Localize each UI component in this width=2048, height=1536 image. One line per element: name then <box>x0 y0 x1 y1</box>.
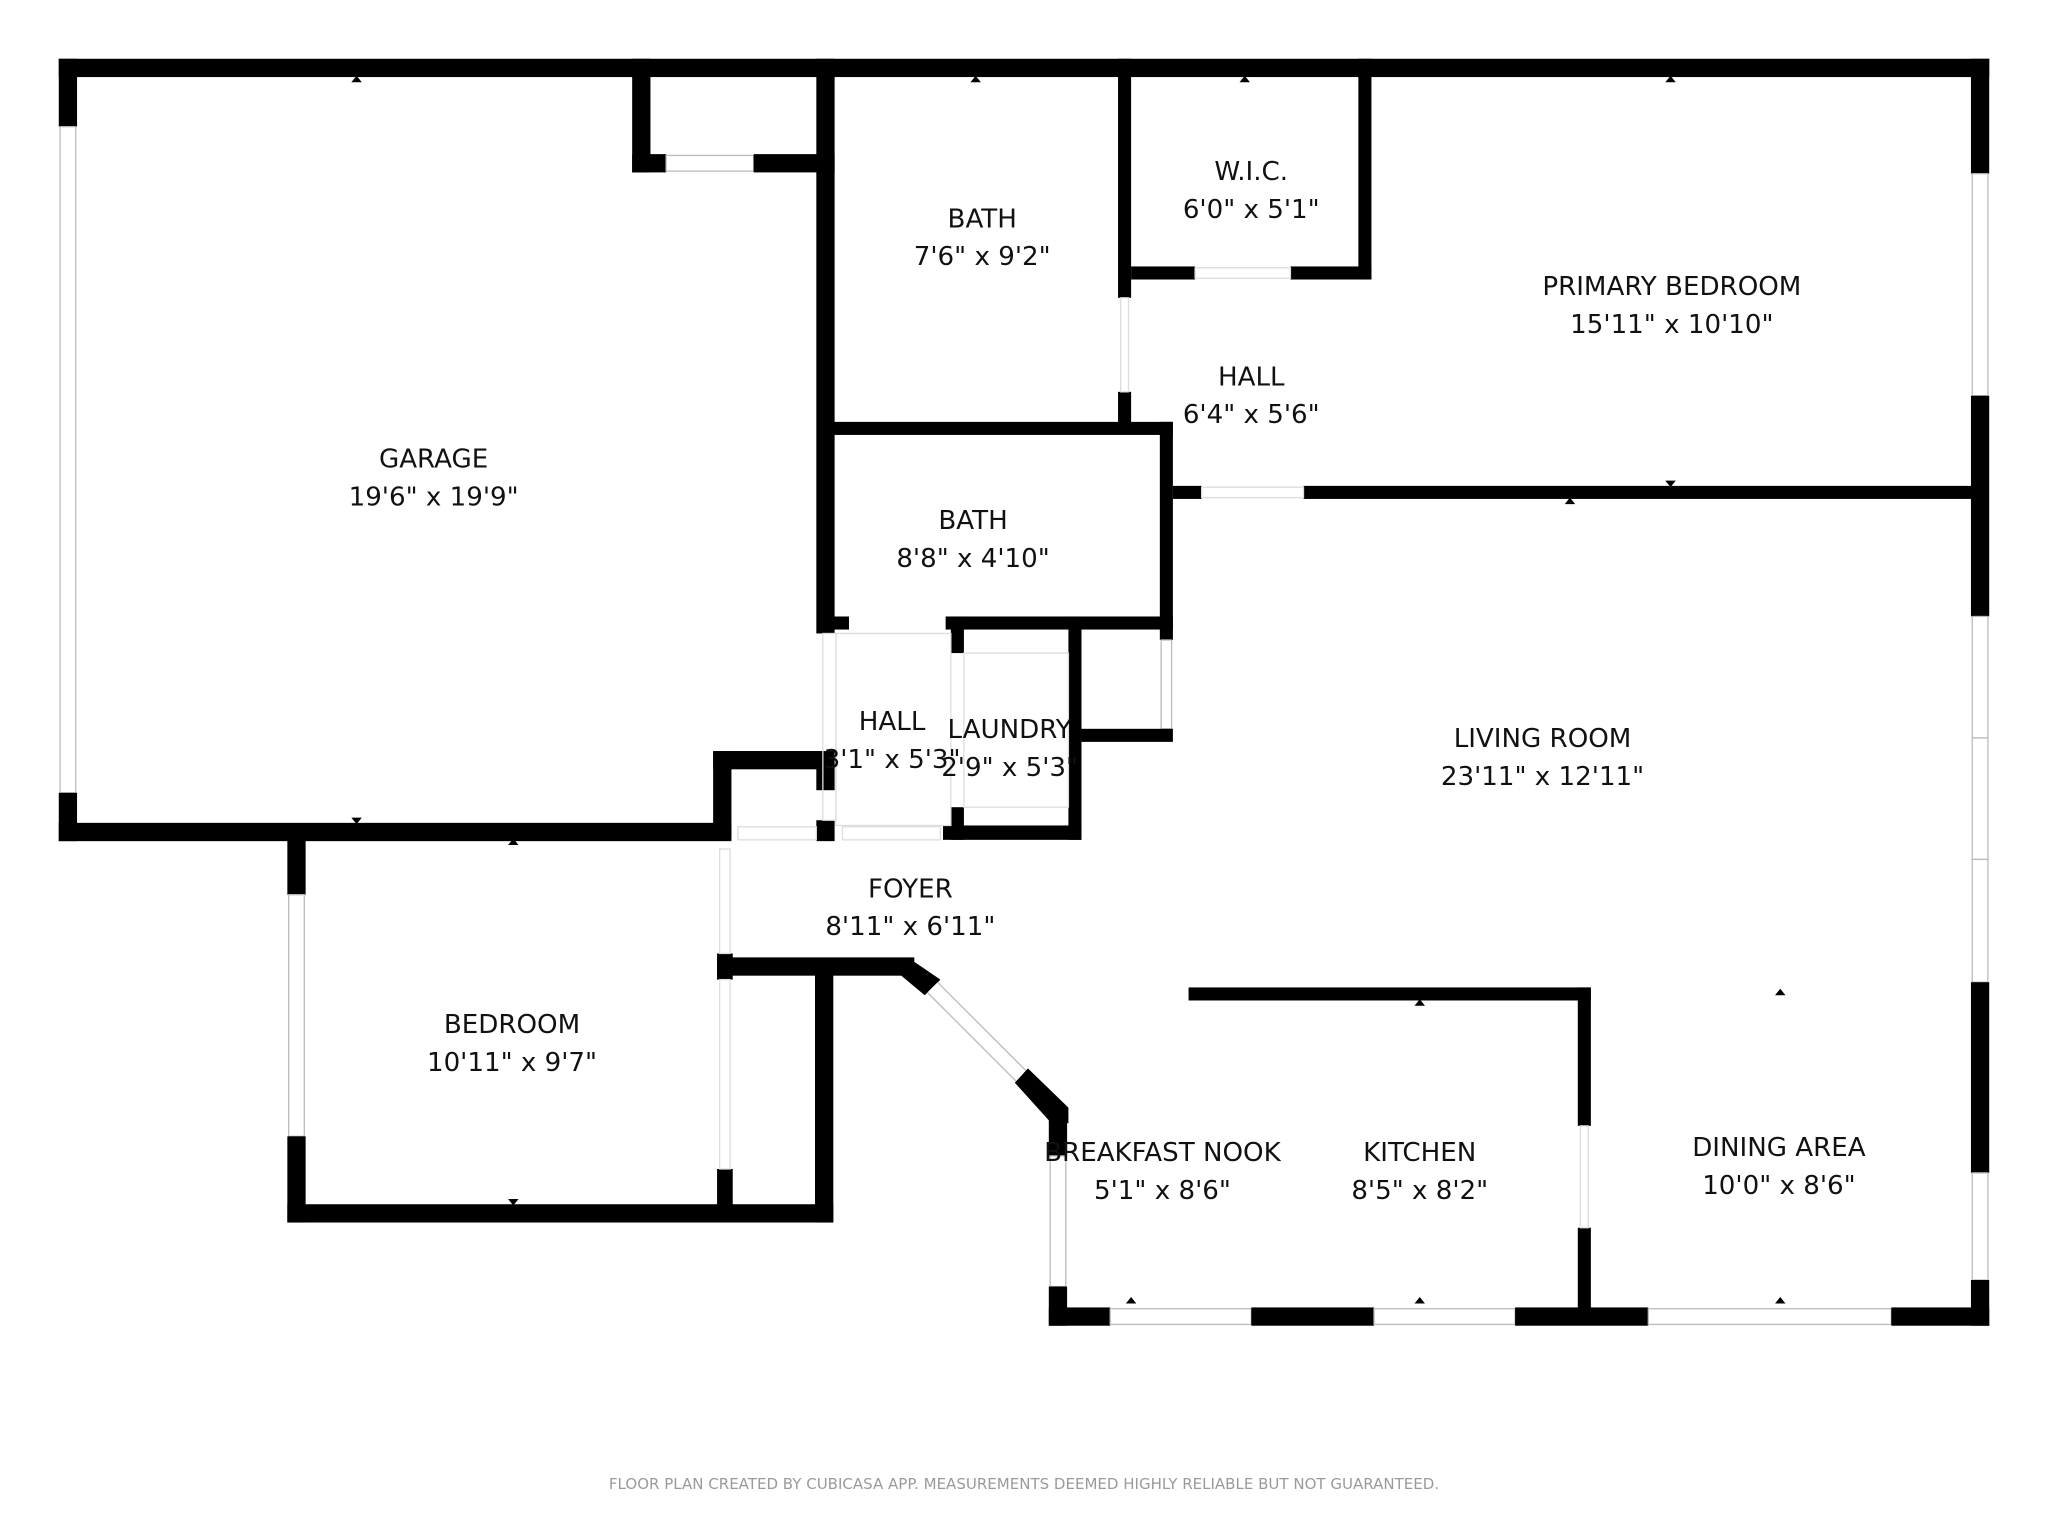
room-dimensions: 7'6" x 9'2" <box>914 242 1051 272</box>
room-primary-bedroom: PRIMARY BEDROOM 15'11" x 10'10" <box>1542 272 1801 340</box>
room-bedroom: BEDROOM 10'11" x 9'7" <box>427 1010 597 1078</box>
walls <box>58 58 1990 1326</box>
room-name: BREAKFAST NOOK <box>1044 1138 1281 1168</box>
room-garage: GARAGE 19'6" x 19'9" <box>349 445 519 513</box>
room-dimensions: 10'11" x 9'7" <box>427 1048 597 1078</box>
room-name: KITCHEN <box>1363 1138 1476 1168</box>
room-foyer: FOYER 8'11" x 6'11" <box>825 874 995 942</box>
room-dimensions: 19'6" x 19'9" <box>349 482 519 512</box>
room-dimensions: 15'11" x 10'10" <box>1570 310 1773 340</box>
room-breakfast-nook: BREAKFAST NOOK 5'1" x 8'6" <box>1044 1138 1281 1206</box>
room-name: LAUNDRY <box>948 715 1072 745</box>
room-name: W.I.C. <box>1214 157 1288 187</box>
room-dimensions: 8'5" x 8'2" <box>1351 1176 1488 1206</box>
room-wic: W.I.C. 6'0" x 5'1" <box>1183 157 1320 225</box>
room-name: DINING AREA <box>1692 1133 1866 1163</box>
room-name: PRIMARY BEDROOM <box>1542 272 1801 302</box>
room-name: LIVING ROOM <box>1454 724 1632 754</box>
room-dimensions: 6'0" x 5'1" <box>1183 195 1320 225</box>
room-dining-area: DINING AREA 10'0" x 8'6" <box>1692 1133 1866 1201</box>
room-name: HALL <box>1218 362 1285 392</box>
room-hall-upper: HALL 6'4" x 5'6" <box>1183 362 1320 430</box>
room-name: FOYER <box>868 874 953 904</box>
room-dimensions: 23'11" x 12'11" <box>1441 762 1644 792</box>
room-name: HALL <box>859 707 926 737</box>
room-living-room: LIVING ROOM 23'11" x 12'11" <box>1441 724 1644 792</box>
room-dimensions: 6'4" x 5'6" <box>1183 400 1320 430</box>
room-name: BATH <box>948 204 1017 234</box>
room-dimensions: 8'8" x 4'10" <box>896 544 1049 574</box>
room-bath-1: BATH 7'6" x 9'2" <box>914 204 1051 272</box>
room-name: BEDROOM <box>444 1010 580 1040</box>
dimension-arrows <box>351 75 1786 1304</box>
room-dimensions: 2'9" x 5'3" <box>941 753 1078 783</box>
room-laundry: LAUNDRY 2'9" x 5'3" <box>941 715 1078 783</box>
room-dimensions: 10'0" x 8'6" <box>1702 1171 1855 1201</box>
room-name: GARAGE <box>379 445 488 475</box>
door-openings <box>719 267 1589 1229</box>
room-dimensions: 5'1" x 8'6" <box>1094 1176 1231 1206</box>
room-name: BATH <box>938 506 1007 536</box>
room-kitchen: KITCHEN 8'5" x 8'2" <box>1351 1138 1488 1206</box>
disclaimer-footer: FLOOR PLAN CREATED BY CUBICASA APP. MEAS… <box>609 1475 1439 1493</box>
room-dimensions: 3'1" x 5'3" <box>824 745 961 775</box>
room-dimensions: 8'11" x 6'11" <box>825 912 995 942</box>
room-bath-2: BATH 8'8" x 4'10" <box>896 506 1049 574</box>
room-hall-lower: HALL 3'1" x 5'3" <box>824 707 961 775</box>
